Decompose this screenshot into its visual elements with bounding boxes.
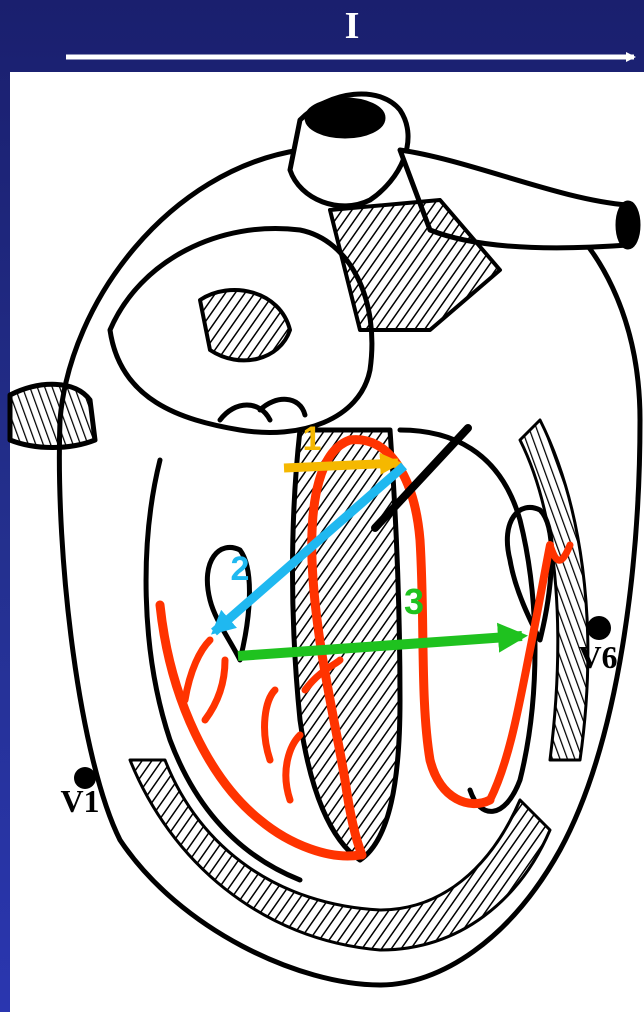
- electrode-v6-label: V6: [578, 639, 617, 675]
- vector-1-label: 1: [303, 420, 322, 458]
- vector-3-label: 3: [404, 581, 424, 622]
- aorta-opening: [307, 100, 383, 136]
- lead-i-header: I: [66, 5, 634, 57]
- lead-i-label: I: [345, 5, 360, 47]
- vector-1-arrow: [284, 463, 398, 468]
- electrode-v1-label: V1: [60, 783, 99, 819]
- pulmonary-vessel-opening: [618, 203, 638, 247]
- vena-cava-outline: [10, 384, 95, 447]
- vector-2-label: 2: [231, 550, 250, 588]
- electrode-v6-dot: [587, 616, 611, 640]
